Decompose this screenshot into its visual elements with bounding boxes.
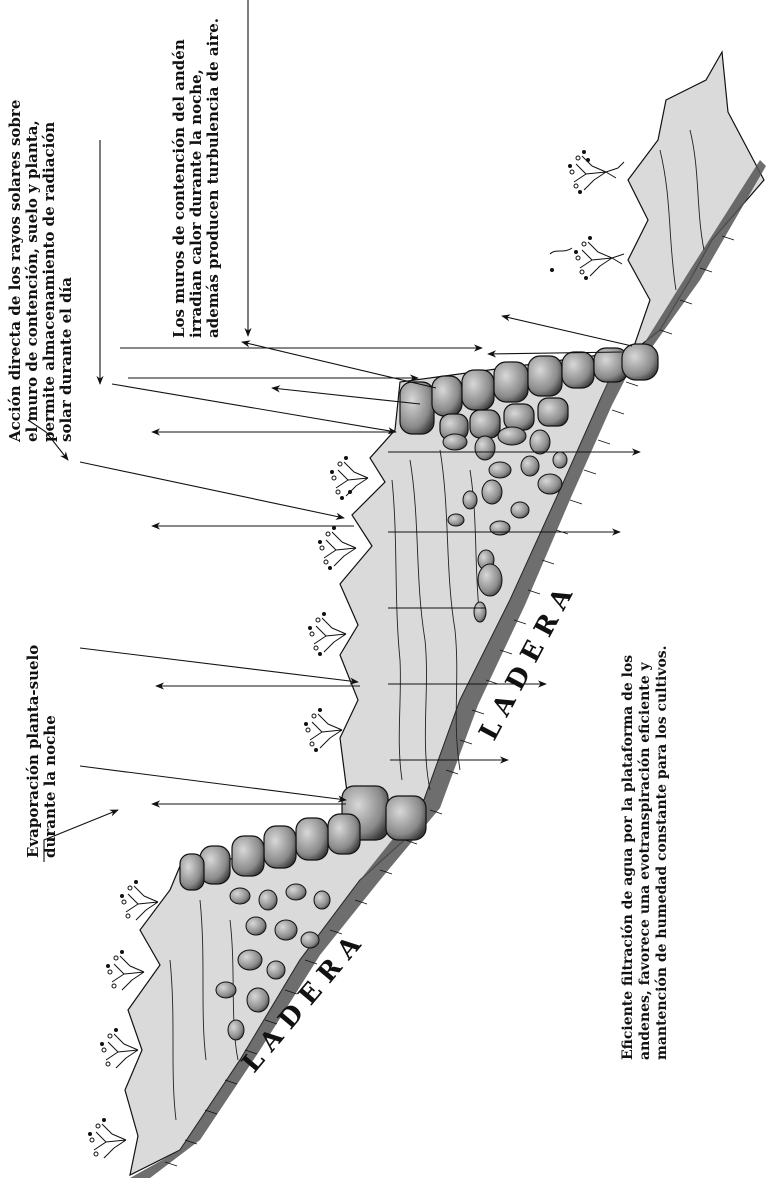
label-solar-line1: Acción directa de los rayos solares sobr…: [6, 100, 24, 443]
heat-arrow: [242, 342, 436, 388]
label-filt-line3: mantención de humedad constante para los…: [654, 645, 670, 1060]
label-walls-line1: Los muros de contención del andén: [170, 39, 188, 338]
plant-icon: [319, 527, 357, 570]
ray-arrow: [112, 384, 396, 432]
heat-arrow: [272, 388, 420, 404]
plant-icon: [305, 709, 343, 752]
label-solar: Acción directa de los rayos solares sobr…: [6, 100, 75, 443]
label-walls-line2: irradian calor durante la noche,: [187, 69, 205, 338]
label-filt-line1: Eficiente filtración de agua por la plat…: [620, 655, 636, 1060]
label-solar-line2: el muro de contención, suelo y planta,: [23, 120, 41, 442]
label-filt-line2: andenes, favorece una evotranspiración e…: [637, 661, 653, 1060]
heat-arrow: [502, 316, 632, 346]
plant-icon: [309, 613, 347, 656]
plant-icon: [101, 1029, 139, 1069]
label-evaporation: Evaporación planta-suelo durante la noch…: [24, 645, 59, 858]
plant-icon: [107, 951, 145, 991]
plant-icon: [89, 1119, 127, 1159]
plant-icon: [569, 151, 625, 194]
label-walls-line3: además producen turbulencia de aire.: [204, 18, 222, 338]
plant-icon: [331, 457, 369, 500]
label-evap-line2: durante la noche: [41, 715, 59, 858]
plant-icon: [550, 237, 624, 280]
label-solar-line4: solar durante el día: [57, 277, 75, 442]
label-solar-line3: permite almacenamiento de radiación: [40, 122, 58, 442]
ray-arrow: [80, 462, 344, 518]
ray-arrow: [80, 766, 346, 800]
label-evap-line1: Evaporación planta-suelo: [24, 645, 42, 858]
label-filtration: Eficiente filtración de agua por la plat…: [620, 645, 670, 1060]
ray-arrow: [80, 648, 358, 682]
label-walls: Los muros de contención del andén irradi…: [170, 18, 222, 338]
